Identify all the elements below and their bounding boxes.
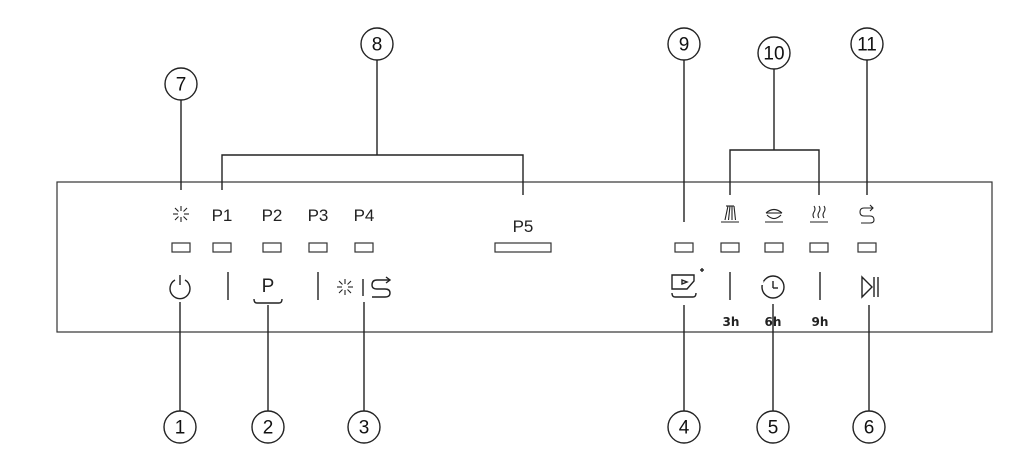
callout-6-number: 6 [864, 418, 875, 439]
indicator-rinse-aid [172, 243, 190, 252]
indicator-p5 [495, 243, 551, 252]
delay-label-6h: 6h [765, 315, 782, 329]
callout-2-number: 2 [263, 418, 274, 439]
indicator-lamps [172, 243, 876, 252]
callout-11: 11 [851, 28, 883, 60]
callout-8: 8 [361, 28, 393, 60]
callout-10: 10 [758, 37, 790, 69]
callout-9-number: 9 [679, 35, 690, 56]
indicator-p1 [213, 243, 231, 252]
program-label-p5: P5 [513, 217, 534, 236]
indicator-p4 [355, 243, 373, 252]
indicator-refill [858, 243, 876, 252]
callout-1: 1 [164, 411, 196, 443]
callout-5: 5 [757, 411, 789, 443]
delay-label-9h: 9h [812, 315, 829, 329]
program-button-letter: P [262, 276, 275, 297]
callout-3: 3 [348, 411, 380, 443]
callout-11-number: 11 [857, 35, 877, 56]
program-label-p1: P1 [212, 206, 233, 225]
callout-10-number: 10 [763, 44, 784, 65]
callout-4: 4 [668, 411, 700, 443]
callout-1-number: 1 [175, 418, 186, 439]
callout-9: 9 [668, 28, 700, 60]
callout-2: 2 [252, 411, 284, 443]
indicator-drying [810, 243, 828, 252]
callout-4-number: 4 [679, 418, 690, 439]
callout-8-number: 8 [372, 35, 383, 56]
callout-6: 6 [853, 411, 885, 443]
program-label-p4: P4 [354, 206, 375, 225]
program-label-p3: P3 [308, 206, 329, 225]
indicator-extra [675, 243, 693, 252]
program-label-p2: P2 [262, 206, 283, 225]
delay-label-3h: 3h [723, 315, 740, 329]
callout-7-number: 7 [176, 75, 187, 96]
control-panel [57, 182, 992, 332]
indicator-half-load [765, 243, 783, 252]
callout-7: 7 [165, 68, 197, 100]
callout-5-number: 5 [768, 418, 779, 439]
indicator-p2 [263, 243, 281, 252]
callout-3-number: 3 [359, 418, 370, 439]
indicator-intensive [721, 243, 739, 252]
indicator-p3 [309, 243, 327, 252]
